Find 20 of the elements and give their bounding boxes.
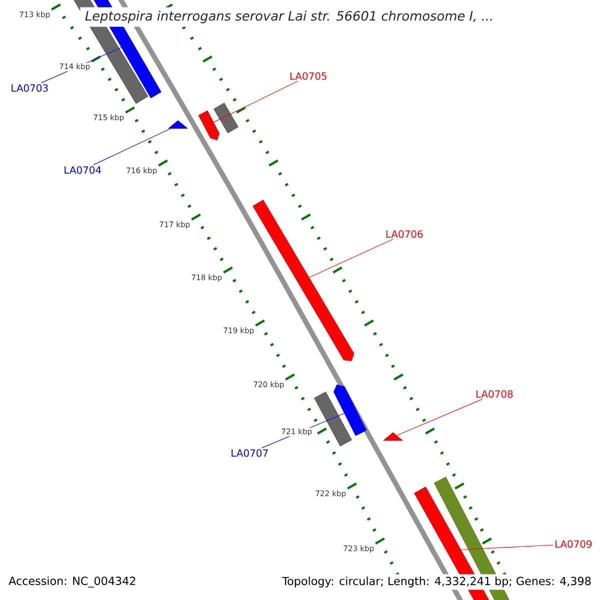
leader-line — [460, 544, 554, 550]
gene-bar — [333, 384, 367, 436]
gene-label: LA0707 — [232, 449, 268, 457]
gene-feature — [168, 120, 188, 129]
footer-text: Topology: circular; Length: 4,332,241 bp; Genes: 4,398 — [280, 574, 594, 590]
gene-bar — [198, 110, 220, 140]
gene-label: LA0704 — [64, 166, 101, 174]
leader-line — [213, 80, 298, 122]
footer-text: Accession: NC_004342 — [6, 574, 139, 590]
gene-label: LA0709 — [555, 540, 592, 548]
leader-line — [308, 238, 394, 278]
gene-label: LA0705 — [290, 72, 326, 80]
gene-feature — [383, 432, 403, 441]
leader-line — [93, 128, 170, 166]
gene-label: LA0706 — [386, 230, 423, 238]
gene-label: LA0708 — [476, 390, 513, 398]
leader-line — [396, 398, 482, 436]
gene-bar — [252, 200, 354, 362]
title: Leptospira interrogans serovar Lai str. 56601 chromosome I, ... — [80, 7, 498, 27]
gene-label: LA0703 — [12, 84, 48, 92]
